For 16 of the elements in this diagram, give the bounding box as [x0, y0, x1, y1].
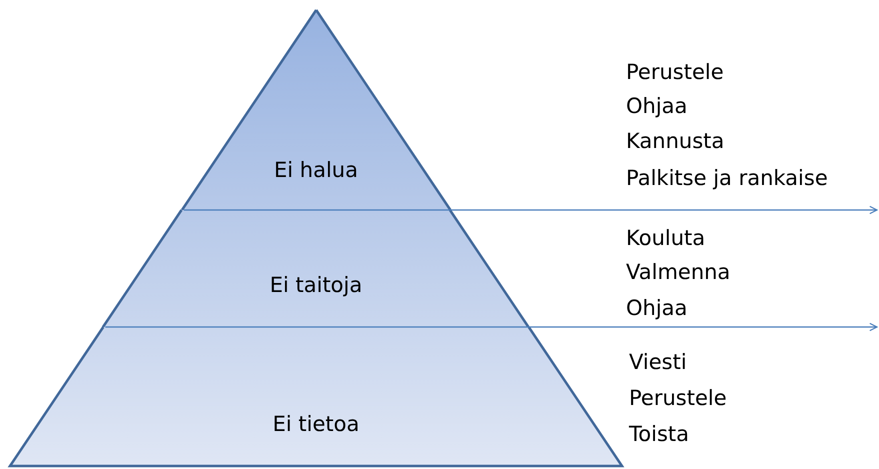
tier-label: Ei taitoja — [270, 272, 362, 298]
action-text: Perustele — [629, 385, 727, 411]
action-text: Ohjaa — [626, 295, 688, 321]
pyramid-tier — [182, 10, 450, 210]
pyramid-tier — [103, 210, 529, 327]
action-text: Palkitse ja rankaise — [626, 165, 828, 191]
action-text: Kannusta — [626, 128, 724, 154]
tier-label: Ei halua — [274, 157, 358, 183]
action-text: Valmenna — [626, 259, 730, 285]
action-text: Toista — [629, 421, 689, 447]
action-text: Ohjaa — [626, 93, 688, 119]
action-text: Viesti — [629, 349, 687, 375]
action-text: Perustele — [626, 59, 724, 85]
pyramid-tier — [10, 327, 622, 466]
action-text: Kouluta — [626, 225, 706, 251]
tier-label: Ei tietoa — [272, 411, 360, 437]
